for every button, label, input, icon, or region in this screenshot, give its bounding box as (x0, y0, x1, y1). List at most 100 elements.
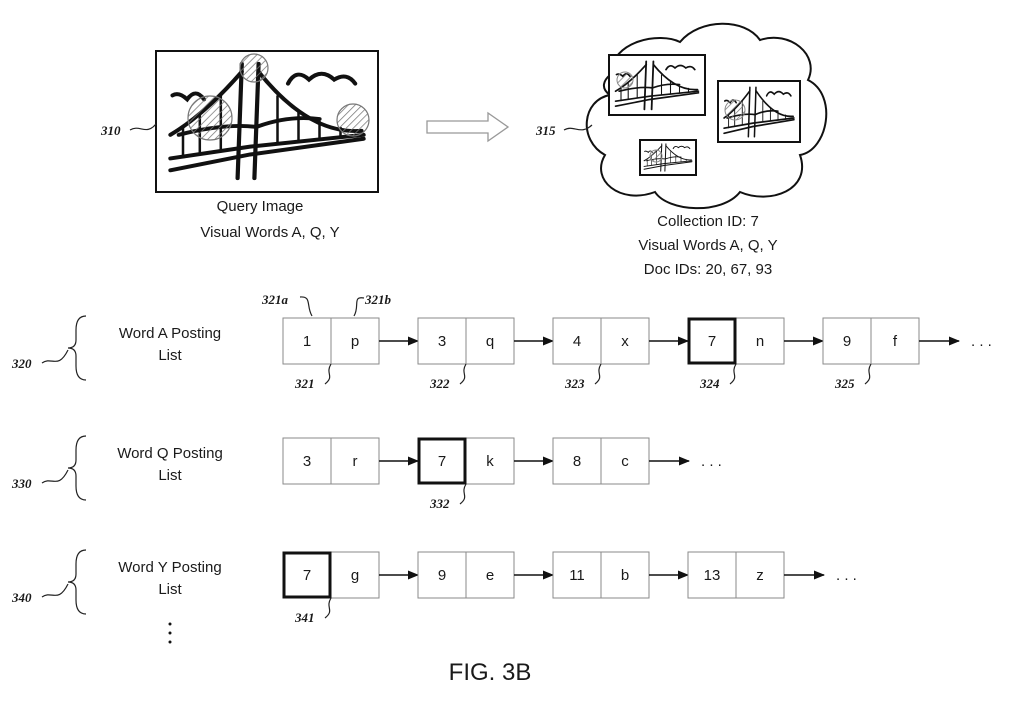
list-continues-ellipsis: . . . (836, 567, 857, 584)
node-ref: 323 (564, 376, 585, 391)
brace-icon (67, 435, 87, 501)
visual-word-marker-icon (336, 103, 370, 137)
node-ref-leader (864, 363, 872, 385)
doc-id-cell (417, 551, 467, 599)
node-value: p (351, 333, 359, 350)
doc-id-cell (417, 317, 467, 365)
doc-id: 3 (303, 453, 311, 470)
node-value: g (351, 567, 359, 584)
posting-list-label: Word A Posting (119, 325, 221, 342)
list-continues-ellipsis: . . . (701, 453, 722, 470)
value-cell (735, 551, 785, 599)
visual-word-marker-icon (187, 95, 233, 141)
collection-visual-words: Visual Words A, Q, Y (638, 237, 777, 254)
doc-id-cell (552, 551, 602, 599)
posting-list-ref-leader (41, 469, 69, 484)
collection-ref-leader (563, 124, 593, 131)
callout-321a-leader (299, 296, 313, 317)
doc-id: 9 (843, 333, 851, 350)
posting-list-ref-leader (41, 349, 69, 364)
posting-list-ref: 330 (11, 476, 32, 491)
callout-321b-leader (353, 297, 365, 317)
posting-list-label: Word Q Posting (117, 445, 223, 462)
posting-list-ref: 340 (11, 590, 32, 605)
node-ref-leader (324, 363, 332, 385)
value-cell (330, 551, 380, 599)
doc-id: 7 (438, 453, 446, 470)
posting-node: 7 k 332 (417, 437, 555, 511)
doc-id: 3 (438, 333, 446, 350)
node-ref: 321 (294, 376, 315, 391)
visual-word-marker-icon (239, 53, 269, 83)
value-cell (600, 551, 650, 599)
doc-id-cell (552, 437, 602, 485)
doc-id-cell (552, 317, 602, 365)
doc-id: 9 (438, 567, 446, 584)
node-value: k (486, 453, 494, 470)
query-ref-leader (129, 123, 157, 131)
collection-thumbnail (717, 80, 801, 143)
node-ref-leader (459, 363, 467, 385)
list-continues-ellipsis: . . . (971, 333, 992, 350)
posting-node: 7 n 324 (687, 317, 825, 391)
figure-label: FIG. 3B (449, 659, 532, 686)
node-value: x (621, 333, 629, 350)
node-value: n (756, 333, 764, 350)
doc-id: 11 (569, 567, 585, 584)
doc-id: 7 (708, 333, 716, 350)
doc-id: 13 (704, 567, 721, 584)
node-ref-leader (729, 363, 737, 385)
node-value: q (486, 333, 494, 350)
posting-list-ref: 320 (11, 356, 32, 371)
collection-id: Collection ID: 7 (657, 213, 759, 230)
query-image-ref: 310 (100, 123, 121, 138)
value-cell (600, 317, 650, 365)
callout-321a: 321a (261, 292, 289, 307)
posting-list-ref-leader (41, 583, 69, 598)
value-cell (465, 317, 515, 365)
collection-thumbnail (608, 54, 706, 116)
posting-node: 13 z . . . (687, 551, 857, 599)
doc-id-cell (687, 551, 737, 599)
brace-icon (67, 315, 87, 381)
query-caption-words: Visual Words A, Q, Y (200, 224, 339, 241)
node-ref-leader (594, 363, 602, 385)
node-ref: 322 (429, 376, 450, 391)
query-image (155, 50, 379, 193)
hollow-arrow-icon (426, 111, 510, 143)
node-ref: 325 (834, 376, 855, 391)
match-highlight (417, 437, 467, 485)
query-caption-title: Query Image (217, 198, 304, 215)
node-ref: 332 (429, 496, 450, 511)
more-lists-ellipsis (168, 622, 172, 644)
node-value: z (756, 567, 764, 584)
node-ref: 324 (699, 376, 720, 391)
value-cell (465, 437, 515, 485)
doc-id: 4 (573, 333, 581, 350)
doc-id-cell (822, 317, 872, 365)
match-highlight (282, 551, 332, 599)
node-value: r (353, 453, 358, 470)
collection-ref: 315 (535, 123, 556, 138)
posting-node: 3 q 322 (417, 317, 555, 391)
doc-id: 7 (303, 567, 311, 584)
brace-icon (67, 549, 87, 615)
posting-node: 4 x 323 (552, 317, 690, 391)
callout-321b: 321b (364, 292, 392, 307)
doc-id-cell (687, 317, 737, 365)
node-value: e (486, 567, 494, 584)
posting-list-label: List (158, 347, 182, 364)
value-cell (600, 437, 650, 485)
value-cell (465, 551, 515, 599)
